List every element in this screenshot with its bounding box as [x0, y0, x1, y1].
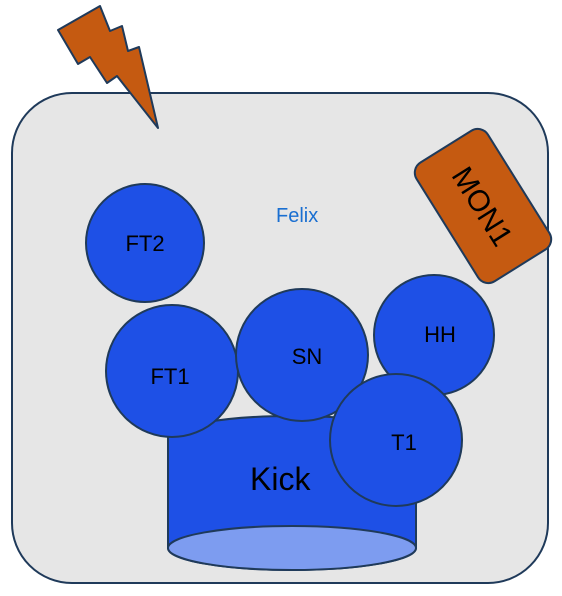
drum-ft1: FT1 [105, 304, 239, 438]
drum-t1: T1 [329, 373, 463, 507]
drum-ft2-label: FT2 [125, 231, 164, 256]
drum-hh: HH [373, 274, 495, 396]
drum-t1-label: T1 [391, 430, 417, 455]
monitor-mon1-box [413, 127, 553, 285]
drum-ft2: FT2 [85, 183, 205, 303]
drum-sn: SN [235, 288, 369, 422]
drum-ft1-label: FT1 [150, 364, 189, 389]
drum-sn-label: SN [292, 344, 323, 369]
room-label: Felix [276, 205, 318, 227]
drum-hh-label: HH [424, 322, 456, 347]
kick-drum-label: Kick [250, 461, 311, 497]
lightning-icon [57, 5, 159, 129]
kick-drum-head [167, 525, 417, 571]
monitor-mon1: MON1 [413, 127, 553, 285]
